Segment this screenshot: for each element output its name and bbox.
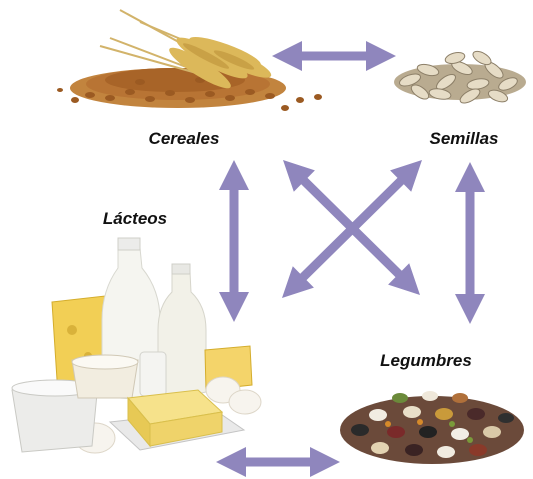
label-legumbres: Legumbres (380, 351, 472, 370)
label-cereales: Cereales (149, 129, 220, 148)
lacteos-image (11, 237, 262, 454)
sunflower-seeds-icon (394, 50, 526, 104)
arrow-lacteos-legumbres (216, 447, 340, 477)
semillas-image (394, 50, 526, 104)
arrow-semillas-legumbres (455, 162, 485, 324)
dairy-products-icon (11, 237, 262, 454)
legumbres-image (340, 391, 524, 464)
arrow-semillas-lacteos (282, 160, 422, 298)
arrow-cereales-lacteos (219, 160, 249, 322)
arrow-cereales-semillas (272, 41, 396, 71)
arrows-layer (216, 41, 485, 477)
beans-legumes-icon (340, 391, 524, 464)
label-lacteos: Lácteos (103, 209, 167, 228)
label-semillas: Semillas (430, 129, 499, 148)
wheat-grain-icon (57, 9, 322, 111)
cereales-image (57, 9, 322, 111)
